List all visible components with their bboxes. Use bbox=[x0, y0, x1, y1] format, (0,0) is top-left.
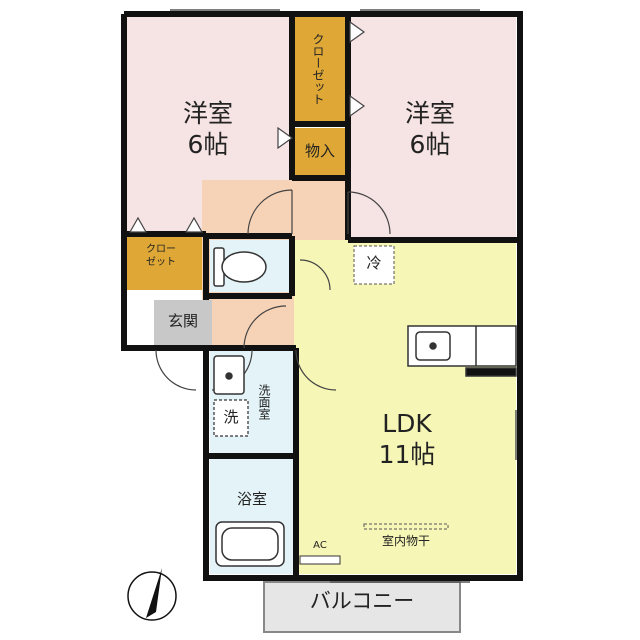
ac-label: AC bbox=[313, 540, 327, 551]
ldk-label: LDK 11帖 bbox=[352, 408, 462, 471]
entrance-label: 玄関 bbox=[167, 312, 198, 330]
closet-left-line2: ゼット bbox=[146, 256, 176, 268]
toilet-fixture bbox=[213, 247, 267, 287]
closet-left-line1: クロー bbox=[146, 244, 176, 255]
kitchen-counter bbox=[407, 325, 517, 377]
western-room-right-label: 洋室 6帖 bbox=[382, 98, 478, 161]
fridge-box bbox=[353, 245, 395, 285]
closet-top-fill bbox=[292, 14, 348, 124]
storage-fill bbox=[292, 128, 348, 176]
closet-left-fill bbox=[124, 234, 202, 290]
walls bbox=[121, 11, 523, 581]
ldk-name: LDK bbox=[382, 409, 432, 438]
bathroom-label: 浴室 bbox=[236, 490, 267, 508]
washroom-fixtures bbox=[213, 355, 249, 437]
washer-label: 洗 bbox=[223, 408, 239, 426]
indoor-drying-rail bbox=[363, 523, 449, 530]
windows bbox=[170, 9, 517, 583]
door-swings bbox=[155, 189, 391, 391]
ldk-fill bbox=[294, 240, 516, 574]
western-room-left-size: 6帖 bbox=[187, 130, 229, 160]
indoor-drying-label: 室内物干 bbox=[381, 534, 430, 548]
balcony-fill bbox=[263, 581, 461, 633]
western-room-left-name: 洋室 bbox=[182, 99, 233, 128]
north-arrow-icon bbox=[127, 568, 177, 621]
ac-unit bbox=[299, 555, 341, 565]
western-room-left-label: 洋室 6帖 bbox=[160, 98, 256, 161]
closet-door-marks bbox=[128, 20, 366, 233]
western-room-right-size: 6帖 bbox=[409, 130, 451, 160]
entrance-fill bbox=[154, 300, 212, 348]
closet-left-label: クロー ゼット bbox=[126, 244, 196, 269]
bathtub bbox=[215, 521, 285, 567]
balcony-label: バルコニー bbox=[309, 589, 415, 613]
storage-label: 物入 bbox=[304, 142, 335, 160]
fridge-label: 冷 bbox=[366, 254, 382, 272]
closet-top-label: クローゼット bbox=[311, 33, 325, 105]
ldk-size: 11帖 bbox=[378, 440, 436, 470]
western-room-right-name: 洋室 bbox=[404, 99, 455, 128]
washroom-label: 洗面室 bbox=[257, 384, 271, 420]
